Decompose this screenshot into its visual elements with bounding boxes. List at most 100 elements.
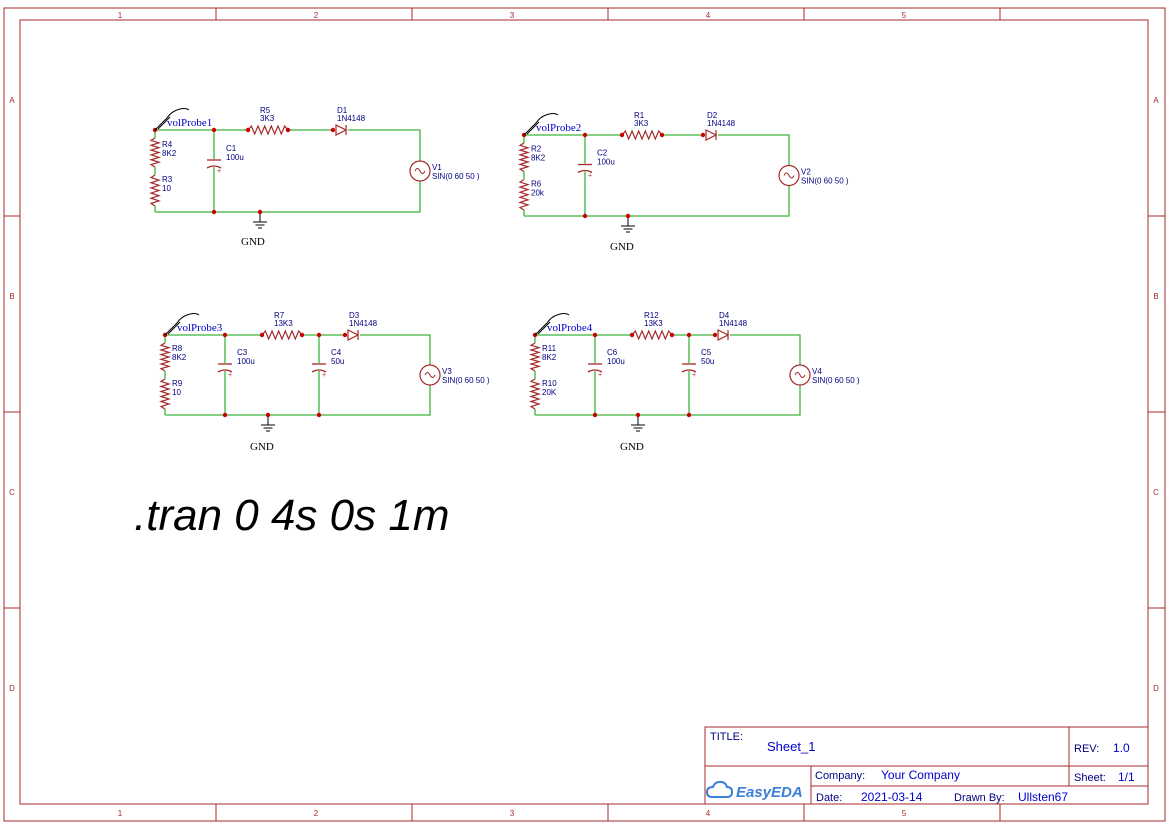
junction-dot bbox=[245, 127, 251, 133]
diode-symbol bbox=[335, 124, 348, 136]
junction-dot bbox=[592, 332, 598, 338]
row-label: B bbox=[1153, 292, 1158, 301]
title-block: TITLE: Sheet_1 REV: 1.0 Company: Your Co… bbox=[704, 726, 1149, 805]
sine-wave-icon bbox=[414, 168, 426, 174]
resistor-ref: R1 bbox=[634, 111, 645, 120]
column-label: 5 bbox=[902, 809, 907, 818]
junction-dot bbox=[265, 412, 271, 418]
capacitor-value: 50u bbox=[701, 357, 714, 366]
diode-symbol bbox=[705, 129, 718, 141]
probe-icon bbox=[534, 313, 570, 336]
diode-symbol bbox=[347, 329, 360, 341]
capacitor-ref: C4 bbox=[331, 348, 342, 357]
wire bbox=[718, 134, 790, 166]
polarity-mark: + bbox=[228, 372, 232, 379]
capacitor-value: 100u bbox=[597, 158, 615, 167]
sine-source-symbol bbox=[419, 364, 441, 386]
resistor-symbol bbox=[528, 378, 542, 410]
probe-icon bbox=[523, 113, 559, 136]
date-value: 2021-03-14 bbox=[861, 790, 923, 804]
resistor-ref: R9 bbox=[172, 379, 183, 388]
probe-icon bbox=[157, 116, 171, 130]
junction-dot bbox=[222, 332, 228, 338]
probe-icon bbox=[167, 321, 181, 335]
capacitor-value: 50u bbox=[331, 357, 344, 366]
resistor-ref: R3 bbox=[162, 175, 173, 184]
resistor-symbol bbox=[631, 329, 673, 341]
source-value: SIN(0 60 50 ) bbox=[432, 172, 480, 181]
polarity-mark: + bbox=[217, 168, 221, 175]
gnd-label: GND bbox=[241, 236, 265, 248]
capacitor-ref: C2 bbox=[597, 149, 608, 158]
gnd-label: GND bbox=[620, 441, 644, 453]
junction-dot bbox=[659, 132, 665, 138]
capacitor-ref: C1 bbox=[226, 144, 237, 153]
probe-label: volProbe4 bbox=[547, 322, 593, 334]
wire bbox=[535, 385, 801, 416]
junction-dot bbox=[342, 332, 348, 338]
wire bbox=[348, 129, 421, 161]
resistor-ref: R7 bbox=[274, 311, 285, 320]
circuit-3: ++volProbe3GNDR88K2R910C3100uC450uR713K3… bbox=[158, 311, 490, 453]
resistor-ref: R5 bbox=[260, 106, 271, 115]
column-label: 2 bbox=[314, 809, 319, 818]
easyeda-logo: EasyEDA bbox=[705, 780, 803, 801]
sheet-value: 1/1 bbox=[1118, 770, 1135, 784]
capacitor-ref: C5 bbox=[701, 348, 712, 357]
title-value: Sheet_1 bbox=[767, 739, 815, 754]
junction-dot bbox=[669, 332, 675, 338]
resistor-symbol bbox=[247, 124, 289, 136]
row-label: B bbox=[9, 292, 14, 301]
sine-wave-icon bbox=[783, 172, 795, 179]
junction-dot bbox=[285, 127, 291, 133]
gnd-label: GND bbox=[250, 441, 274, 453]
resistor-value: 3K3 bbox=[260, 114, 275, 123]
capacitor-plate bbox=[587, 369, 603, 373]
resistor-symbol bbox=[158, 378, 172, 410]
capacitor-plate bbox=[681, 369, 697, 373]
circuit-4: ++volProbe4GNDR118K2R1020KC6100uC550uR12… bbox=[528, 311, 860, 453]
capacitor-ref: C6 bbox=[607, 348, 618, 357]
diode-value: 1N4148 bbox=[719, 319, 748, 328]
capacitor-plate bbox=[577, 169, 593, 174]
source-ref: V2 bbox=[801, 168, 811, 177]
resistor-ref: R4 bbox=[162, 140, 173, 149]
resistor-value: 20k bbox=[531, 189, 545, 198]
drawn-by-label: Drawn By: bbox=[954, 792, 1005, 804]
column-label: 3 bbox=[510, 11, 515, 20]
rev-label: REV: bbox=[1074, 743, 1099, 755]
probe-label: volProbe1 bbox=[167, 117, 212, 129]
junction-dot bbox=[222, 412, 228, 418]
sine-wave-icon bbox=[424, 372, 436, 378]
diode-ref: D3 bbox=[349, 311, 360, 320]
wire bbox=[360, 334, 431, 365]
resistor-ref: R12 bbox=[644, 311, 659, 320]
polarity-mark: + bbox=[598, 372, 602, 379]
resistor-symbol bbox=[621, 129, 663, 141]
junction-dot bbox=[635, 412, 641, 418]
resistor-symbol bbox=[528, 342, 542, 372]
junction-dot bbox=[259, 332, 265, 338]
junction-dot bbox=[316, 332, 322, 338]
circuits: +volProbe1GNDR48K2R310C1100uR53K3D11N414… bbox=[148, 106, 860, 453]
junction-dot bbox=[712, 332, 718, 338]
polarity-mark: + bbox=[322, 372, 326, 379]
junction-dot bbox=[257, 209, 263, 215]
resistor-value: 13K3 bbox=[644, 319, 663, 328]
source-value: SIN(0 60 50 ) bbox=[442, 376, 490, 385]
resistor-symbol bbox=[148, 137, 162, 168]
diode-ref: D2 bbox=[707, 111, 718, 120]
source-ref: V1 bbox=[432, 163, 442, 172]
resistor-symbol bbox=[517, 142, 531, 173]
diode-ref: D4 bbox=[719, 311, 730, 320]
resistor-ref: R8 bbox=[172, 344, 183, 353]
resistor-symbol bbox=[261, 329, 303, 341]
resistor-ref: R10 bbox=[542, 379, 557, 388]
capacitor-ref: C3 bbox=[237, 348, 248, 357]
column-label: 4 bbox=[706, 809, 711, 818]
probe-label: volProbe2 bbox=[536, 122, 581, 134]
junction-dot bbox=[686, 332, 692, 338]
resistor-value: 20K bbox=[542, 388, 557, 397]
resistor-symbol bbox=[149, 174, 161, 207]
